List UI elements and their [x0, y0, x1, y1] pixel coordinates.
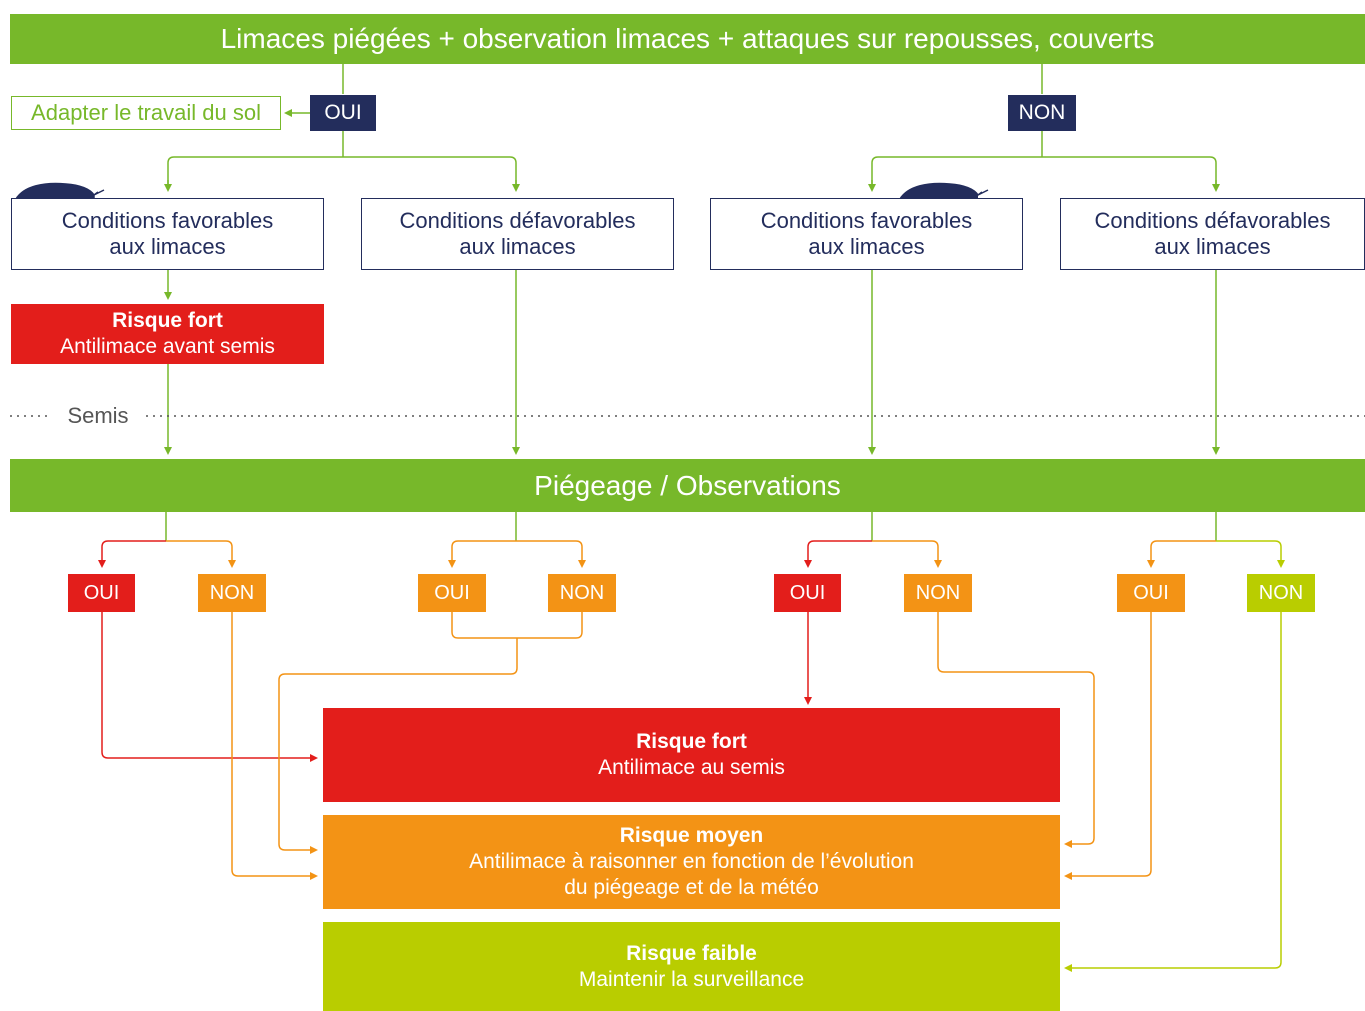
conditions-line-1: Conditions défavorables — [399, 208, 636, 233]
branch4-non-label: NON — [1258, 581, 1304, 604]
main-question-header: Limaces piégées + observation limaces + … — [10, 14, 1365, 64]
outcome-low-risk: Risque faible Maintenir la surveillance — [323, 922, 1060, 1011]
conditions-line-1: Conditions favorables — [61, 208, 274, 233]
branch3-oui-label: OUI — [789, 581, 826, 604]
outcome-low-title: Risque faible — [626, 941, 757, 965]
trapping-title: Piégeage / Observations — [534, 469, 841, 501]
conditions-line-2: aux limaces — [808, 234, 925, 259]
outcome-medium-risk: Risque moyen Antilimace à raisonner en f… — [323, 815, 1060, 909]
answer-non-badge: NON — [1008, 95, 1076, 131]
branch3-oui-badge: OUI — [774, 574, 841, 612]
outcome-medium-line-2: du piégeage et de la météo — [564, 876, 819, 899]
outcome-medium-line-1: Antilimace à raisonner en fonction de l’… — [469, 850, 914, 873]
conditions-line-2: aux limaces — [1154, 234, 1271, 259]
conditions-favorable-box-2: Conditions favorables aux limaces — [710, 198, 1023, 270]
slug-icon — [899, 182, 989, 200]
branch4-non-badge: NON — [1247, 574, 1315, 612]
outcome-low-line-1: Maintenir la surveillance — [578, 967, 805, 991]
branch2-oui-badge: OUI — [418, 574, 486, 612]
branch1-oui-badge: OUI — [68, 574, 135, 612]
pre-sowing-risk-action: Antilimace avant semis — [60, 335, 275, 358]
conditions-unfavorable-box-1: Conditions défavorables aux limaces — [361, 198, 674, 270]
trapping-header: Piégeage / Observations — [10, 459, 1365, 512]
branch2-oui-label: OUI — [434, 581, 470, 604]
branch1-non-badge: NON — [198, 574, 266, 612]
answer-oui-label: OUI — [324, 101, 362, 124]
branch2-non-badge: NON — [548, 574, 616, 612]
outcome-high-risk: Risque fort Antilimace au semis — [323, 708, 1060, 802]
outcome-medium-title: Risque moyen — [619, 824, 764, 847]
conditions-line-1: Conditions favorables — [760, 208, 973, 233]
soil-action-box: Adapter le travail du sol — [11, 96, 281, 130]
branch2-non-label: NON — [559, 581, 605, 604]
conditions-line-2: aux limaces — [109, 234, 226, 259]
answer-non-label: NON — [1018, 101, 1066, 124]
branch1-non-label: NON — [209, 581, 255, 604]
pre-sowing-risk-title: Risque fort — [112, 309, 223, 332]
conditions-favorable-box-1: Conditions favorables aux limaces — [11, 198, 324, 270]
pre-sowing-risk-box: Risque fort Antilimace avant semis — [11, 304, 324, 364]
branch4-oui-label: OUI — [1133, 581, 1169, 604]
main-question-text: Limaces piégées + observation limaces + … — [220, 23, 1155, 54]
soil-action-text: Adapter le travail du sol — [31, 100, 261, 125]
outcome-high-title: Risque fort — [636, 730, 747, 753]
branch4-oui-badge: OUI — [1117, 574, 1185, 612]
branch1-oui-label: OUI — [83, 581, 120, 604]
branch3-non-label: NON — [915, 581, 961, 604]
conditions-line-2: aux limaces — [459, 234, 576, 259]
sowing-label: Semis — [67, 403, 129, 428]
answer-oui-badge: OUI — [310, 95, 376, 131]
branch3-non-badge: NON — [904, 574, 972, 612]
conditions-line-1: Conditions défavorables — [1094, 208, 1331, 233]
conditions-unfavorable-box-2: Conditions défavorables aux limaces — [1060, 198, 1365, 270]
outcome-high-line-1: Antilimace au semis — [598, 756, 785, 779]
